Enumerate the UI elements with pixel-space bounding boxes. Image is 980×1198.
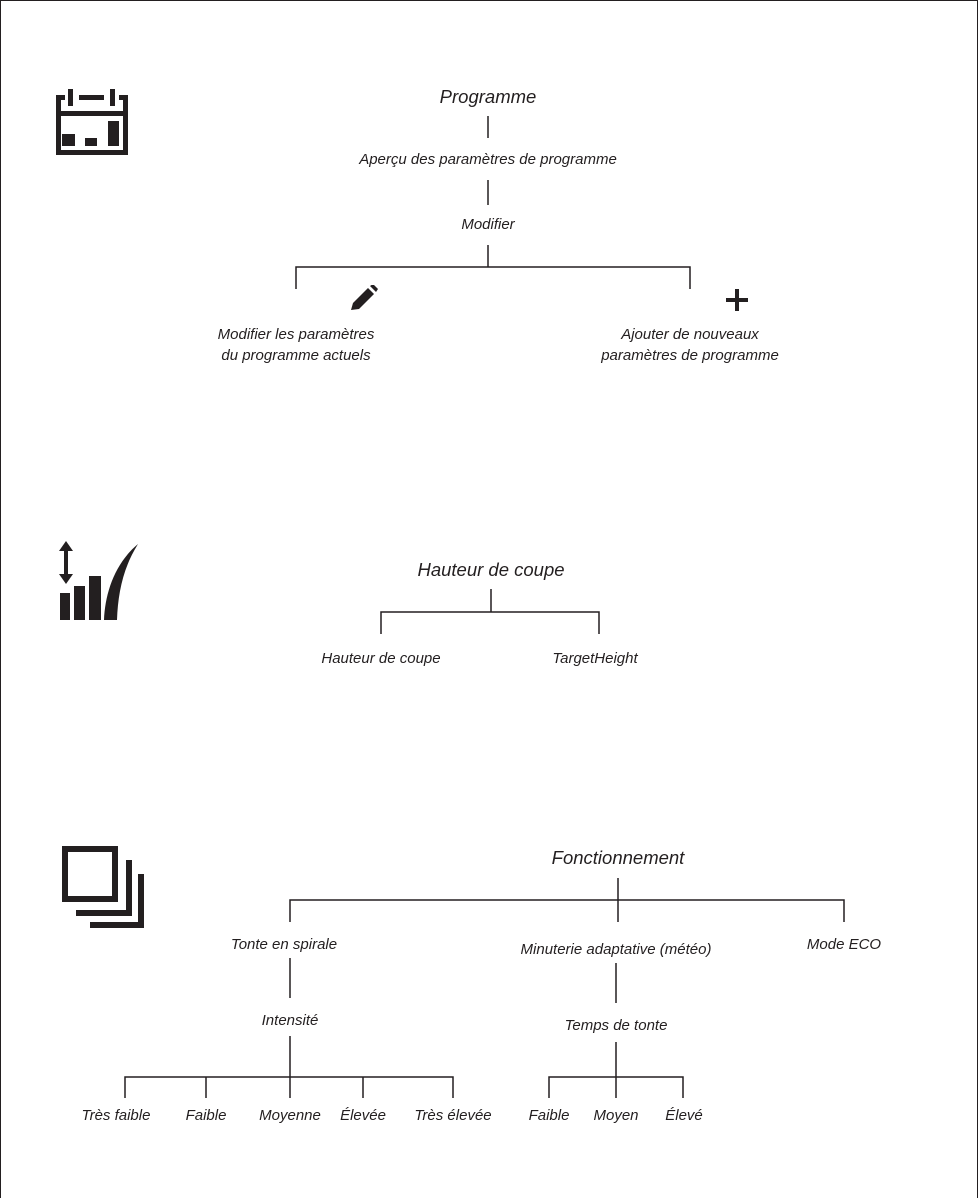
eco-mode-label[interactable]: Mode ECO	[806, 936, 882, 953]
intensity-option-low[interactable]: Faible	[185, 1107, 227, 1124]
intensity-option-very-high[interactable]: Très élevée	[414, 1107, 492, 1124]
time-option-high[interactable]: Élevé	[665, 1107, 703, 1124]
edit-label-line1: Modifier les paramètres	[217, 326, 375, 343]
intensity-option-very-low[interactable]: Très faible	[81, 1107, 151, 1124]
edit-label-line2: du programme actuels	[221, 347, 371, 364]
modify-label[interactable]: Modifier	[461, 216, 515, 233]
mowing-time-label[interactable]: Temps de tonte	[564, 1017, 668, 1034]
intensity-option-medium[interactable]: Moyenne	[259, 1107, 321, 1124]
plus-icon[interactable]	[722, 285, 752, 315]
adaptive-timer-label[interactable]: Minuterie adaptative (météo)	[520, 941, 712, 958]
programme-title[interactable]: Programme	[439, 86, 537, 107]
connector-modify-branches	[295, 245, 691, 289]
connector-operation-branches	[289, 878, 845, 922]
calendar-icon	[56, 89, 128, 155]
intensity-option-high[interactable]: Élevée	[340, 1107, 386, 1124]
time-option-low[interactable]: Faible	[528, 1107, 570, 1124]
add-label-line2: paramètres de programme	[601, 347, 779, 364]
target-height-option[interactable]: TargetHeight	[552, 650, 638, 667]
cutting-height-option[interactable]: Hauteur de coupe	[321, 650, 441, 667]
intensity-label[interactable]: Intensité	[261, 1012, 319, 1029]
connector-height-branches	[380, 589, 600, 634]
programme-overview-label[interactable]: Aperçu des paramètres de programme	[359, 151, 617, 168]
add-label-line1: Ajouter de nouveaux	[621, 326, 759, 343]
edit-current-settings-label[interactable]: Modifier les paramètres du programme act…	[218, 324, 375, 366]
operation-title[interactable]: Fonctionnement	[551, 847, 685, 868]
spiral-mowing-label[interactable]: Tonte en spirale	[230, 936, 338, 953]
add-new-settings-label[interactable]: Ajouter de nouveaux paramètres de progra…	[601, 324, 779, 366]
layers-icon	[62, 846, 144, 928]
time-option-medium[interactable]: Moyen	[593, 1107, 639, 1124]
cutting-height-icon	[59, 541, 138, 620]
connector-time-options	[548, 1042, 684, 1098]
pencil-icon[interactable]	[347, 285, 381, 315]
cutting-height-title[interactable]: Hauteur de coupe	[417, 559, 565, 580]
connector-intensity-options	[124, 1036, 454, 1098]
